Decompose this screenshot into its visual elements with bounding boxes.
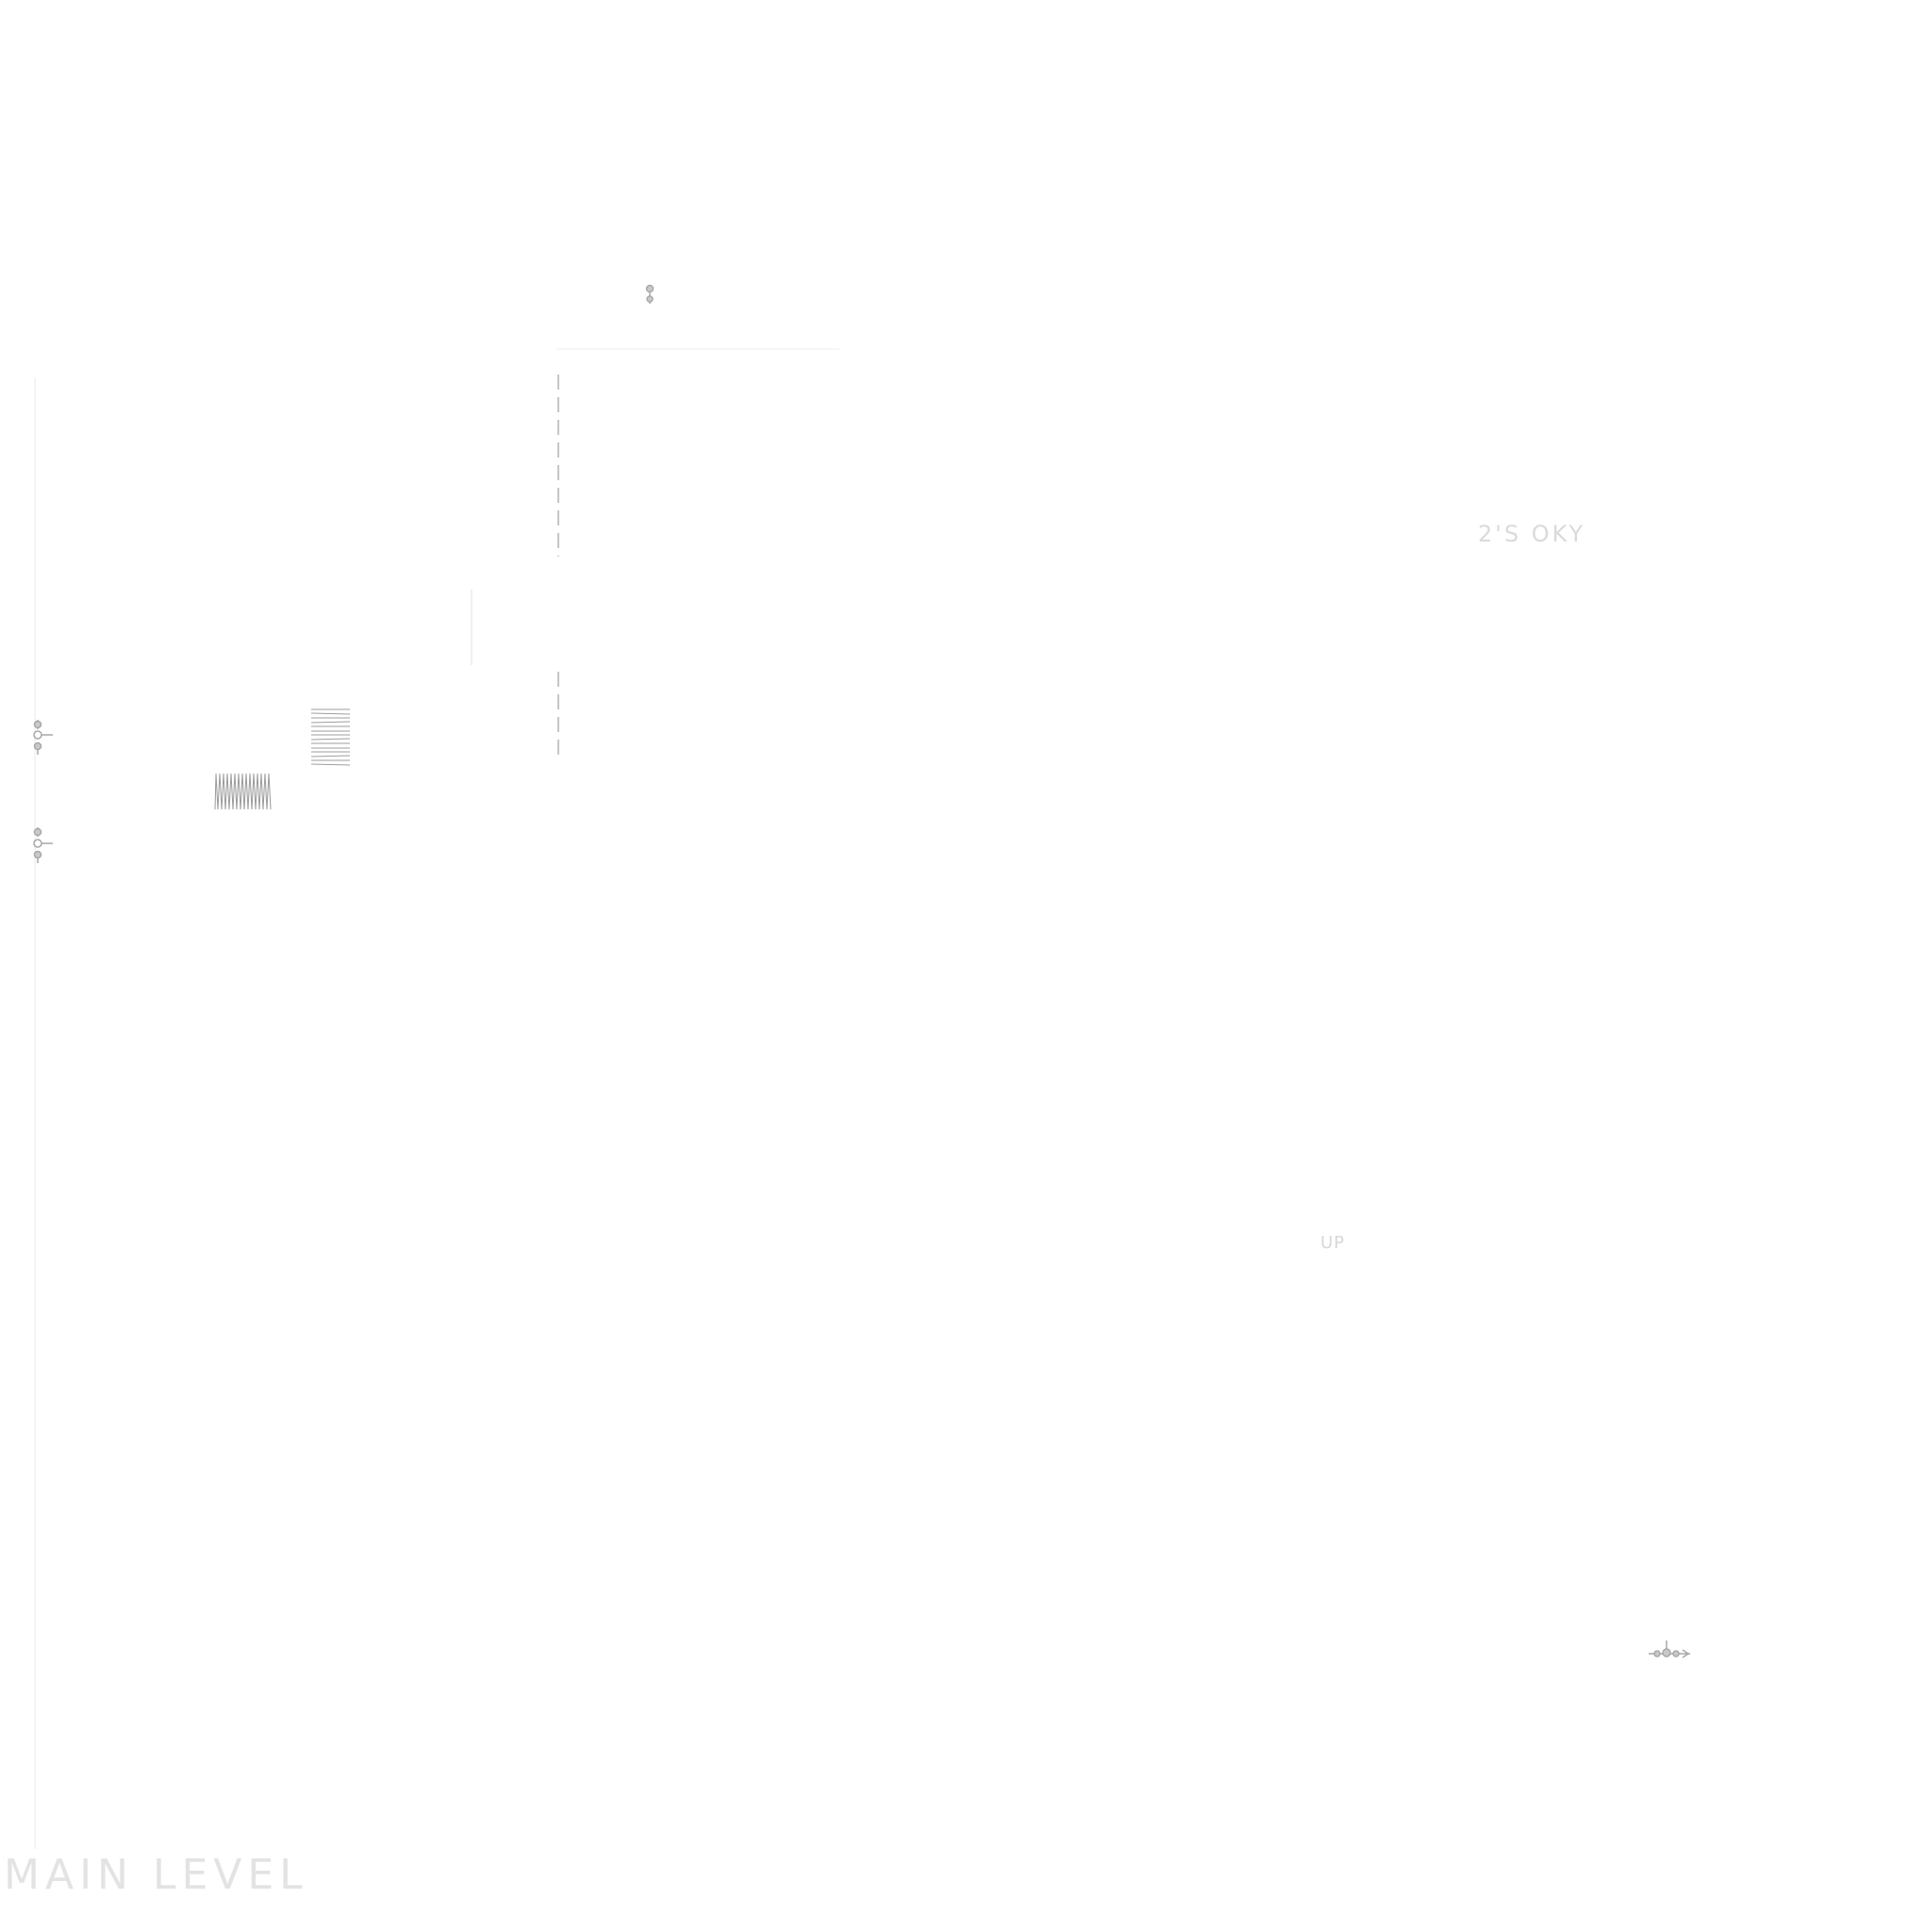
valve-icon [1649, 1641, 1690, 1658]
zigzag-icon [214, 773, 272, 810]
valve-icon [33, 720, 53, 755]
main-level-label: MAIN LEVEL [4, 1851, 308, 1899]
valve-icon [33, 827, 53, 863]
stair-icon [310, 708, 351, 766]
up-label: UP [1320, 1233, 1346, 1253]
fixture-icon [645, 284, 655, 304]
sky-label: 2'S OKY [1478, 521, 1586, 547]
